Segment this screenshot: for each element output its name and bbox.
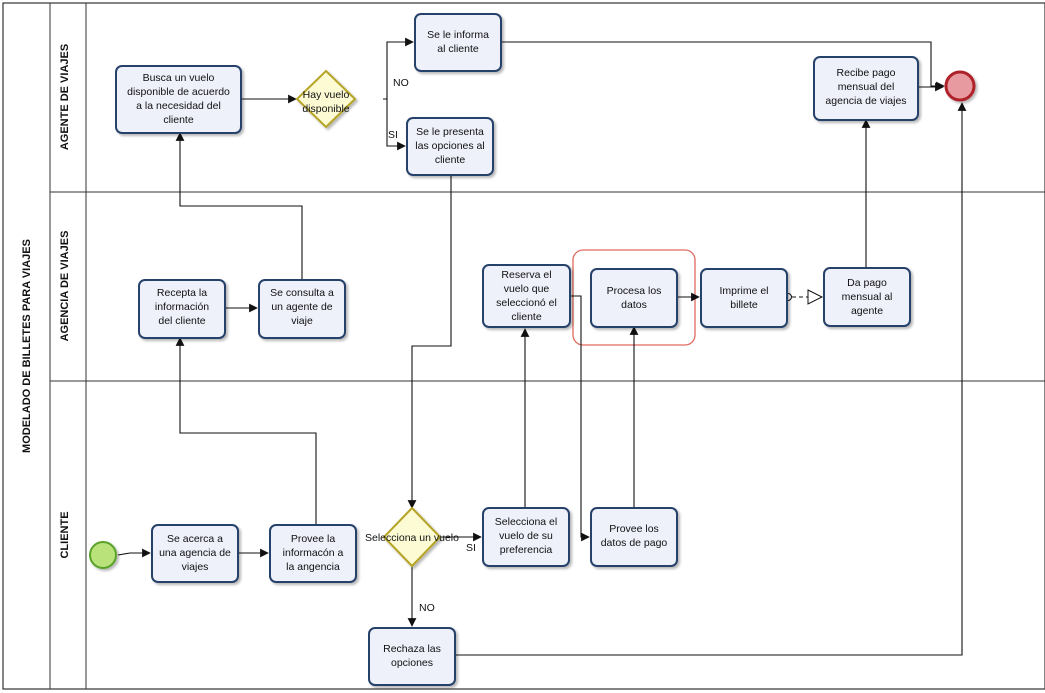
task-recepta: Recepta la información del cliente [138, 279, 226, 339]
task-procesa-line2: datos [621, 299, 647, 311]
task-busca-line3: a la necesidad del [136, 100, 221, 112]
task-provee-pago-line2: datos de pago [601, 537, 668, 549]
task-provee-info-line1: Provee la [291, 533, 336, 545]
flow-gateway-presenta [383, 98, 406, 151]
task-provee-info-line3: la angencia [286, 561, 340, 573]
flow-provee-recepta [175, 337, 317, 525]
task-dapago: Da pago mensual al agente [823, 267, 911, 327]
task-imprime-line2: billete [730, 299, 758, 311]
task-consulta-line3: viaje [291, 315, 313, 327]
gateway-hay-vuelo-line2: disponible [302, 103, 349, 115]
task-procesa: Procesa los datos [590, 268, 678, 328]
flow-presenta-gateway [407, 175, 452, 509]
task-reserva: Reserva el vuelo que seleccionó el cliente [482, 264, 571, 328]
task-presenta-line3: cliente [435, 154, 466, 166]
flow-consulta-busca [175, 132, 303, 280]
task-dapago-line3: agente [851, 305, 883, 317]
task-provee-pago-line1: Provee los [609, 523, 659, 535]
flow-rechaza-end [455, 102, 967, 656]
task-dapago-line2: mensual al [842, 291, 893, 303]
task-recibe: Recibe pago mensual del agencia de viajes [813, 56, 919, 121]
task-informa-line1: Se le informa [427, 29, 489, 41]
edge-label-no-top: NO [393, 77, 409, 89]
task-consulta-line1: Se consulta a [270, 287, 334, 299]
task-selecciona-vuelo-line1: Selecciona el [495, 516, 557, 528]
end-event [944, 70, 976, 102]
flow-start-acerca [117, 548, 151, 558]
task-busca: Busca un vuelo disponible de acuerdo a la … [115, 65, 242, 134]
task-recepta-line1: Recepta la [157, 287, 207, 299]
task-presenta: Se le presenta las opciones al cliente [406, 117, 494, 176]
edge-label-no-bottom: NO [419, 602, 435, 614]
task-busca-line4: cliente [163, 114, 194, 126]
task-provee-info-line2: informacón a [283, 547, 344, 559]
gateway-hay-vuelo: Hay vuelo disponible [295, 69, 357, 129]
task-recepta-line2: información [155, 301, 209, 313]
lane-title-agencia: AGENCIA DE VIAJES [59, 231, 71, 342]
task-consulta-line2: un agente de [271, 301, 332, 313]
lane-title-agente: AGENTE DE VIAJES [59, 44, 71, 150]
task-rechaza-line1: Rechaza las [383, 643, 441, 655]
task-consulta: Se consulta a un agente de viaje [258, 279, 346, 339]
task-presenta-line2: las opciones al [415, 140, 484, 152]
task-acerca-line3: viajes [182, 561, 209, 573]
task-acerca-line1: Se acerca a [167, 533, 223, 545]
pool-title: MODELADO DE BILLETES PARA VIAJES [21, 239, 33, 453]
task-recibe-line3: agencia de viajes [825, 95, 906, 107]
sequence-flows [117, 37, 967, 656]
edge-label-si-top: SI [388, 129, 398, 141]
gateway-hay-vuelo-line1: Hay vuelo [303, 89, 350, 101]
task-recepta-line3: del cliente [158, 315, 205, 327]
task-busca-line1: Busca un vuelo [143, 72, 215, 84]
task-acerca: Se acerca a una agencia de viajes [151, 524, 239, 583]
task-provee-pago: Provee los datos de pago [590, 507, 678, 567]
task-informa-line2: al cliente [437, 43, 479, 55]
task-selecciona-vuelo-line3: preferencia [500, 544, 553, 556]
task-selecciona-vuelo-line2: vuelo de su [499, 530, 553, 542]
task-busca-line2: disponible de acuerdo [127, 86, 230, 98]
task-presenta-line1: Se le presenta [416, 126, 484, 138]
task-recibe-line2: mensual del [838, 81, 895, 93]
gateway-selecciona: Selecciona un vuelo [365, 506, 459, 568]
task-rechaza-line2: opciones [391, 657, 433, 669]
task-recibe-line1: Recibe pago [837, 67, 896, 79]
task-procesa-line1: Procesa los [607, 285, 662, 297]
task-provee-info: Provee la informacón a la angencia [269, 524, 357, 583]
task-imprime: Imprime el billete [700, 268, 788, 328]
task-selecciona-vuelo: Selecciona el vuelo de su preferencia [482, 507, 570, 567]
task-reserva-line3: seleccionó el [496, 297, 557, 309]
task-informa: Se le informa al cliente [414, 13, 502, 72]
flow-reserva-provee-pago [570, 295, 590, 542]
start-event [89, 541, 117, 569]
edge-label-si-bottom: SI [466, 542, 476, 554]
task-reserva-line4: cliente [511, 311, 542, 323]
task-dapago-line1: Da pago [847, 277, 887, 289]
task-imprime-line1: Imprime el [719, 285, 768, 297]
task-reserva-line1: Reserva el [501, 269, 551, 281]
task-acerca-line2: una agencia de [159, 547, 231, 559]
gateway-selecciona-label: Selecciona un vuelo [365, 532, 459, 544]
task-reserva-line2: vuelo que [504, 283, 550, 295]
lane-title-cliente: CLIENTE [59, 511, 71, 558]
task-rechaza: Rechaza las opciones [368, 627, 456, 686]
